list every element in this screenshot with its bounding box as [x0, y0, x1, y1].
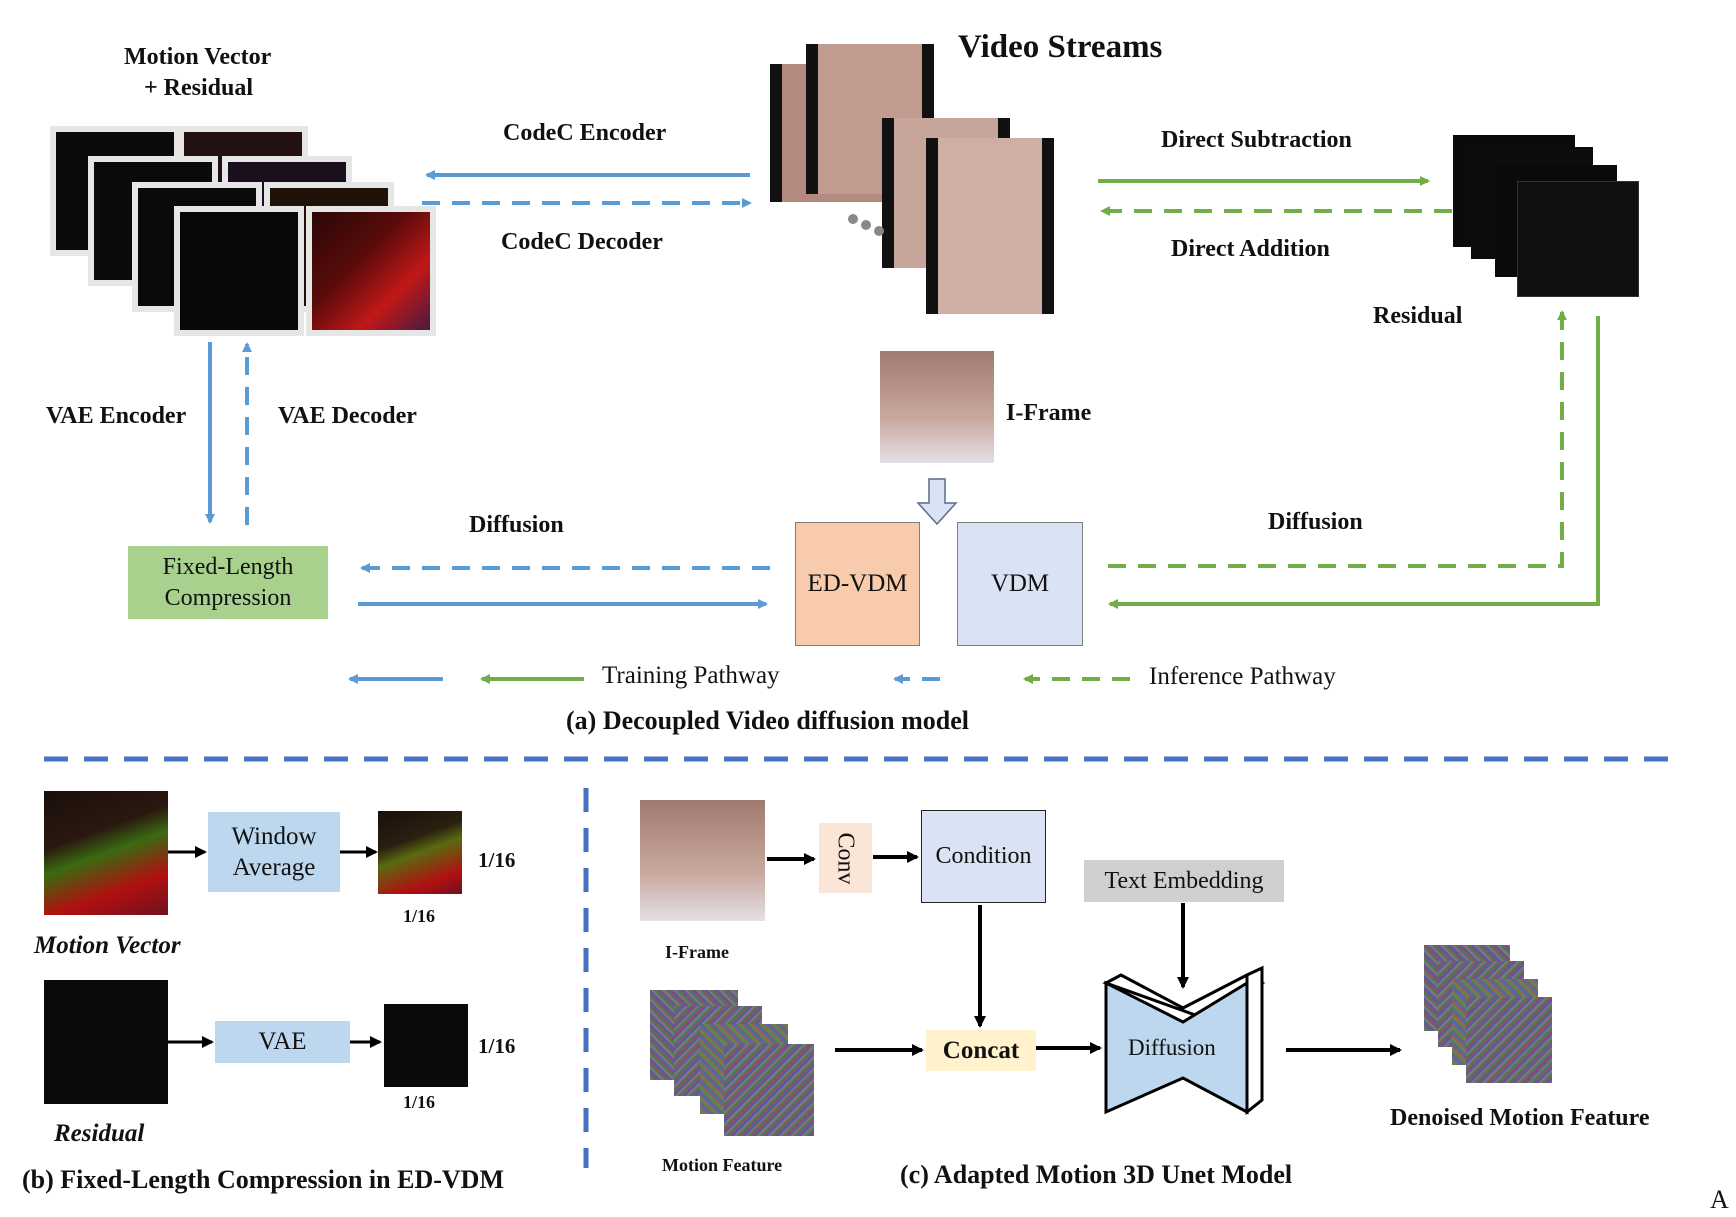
part-b-caption: (b) Fixed-Length Compression in ED-VDM: [22, 1165, 504, 1194]
motion-vector-frame-image: [306, 206, 436, 336]
more-frames-dots: [848, 214, 888, 244]
vae-label: VAE: [258, 1028, 307, 1055]
training-pathway-label: Training Pathway: [602, 662, 780, 689]
ellipsis-dot: [861, 220, 871, 230]
direct-subtraction-label: Direct Subtraction: [1161, 127, 1352, 153]
corner-letter: A: [1710, 1185, 1729, 1214]
window-average-line2: Average: [232, 854, 316, 881]
codec-encoder-label: CodeC Encoder: [503, 120, 667, 146]
ed-vdm-box: ED-VDM: [795, 522, 920, 646]
concat-label: Concat: [942, 1036, 1020, 1064]
diffusion-label-left: Diffusion: [469, 512, 564, 538]
vdm-label: VDM: [990, 570, 1050, 597]
iframe-image: [880, 351, 994, 463]
residual-compressed-image: [384, 1004, 468, 1087]
diffusion-label-c: Diffusion: [1128, 1035, 1216, 1060]
ed-vdm-label: ED-VDM: [807, 570, 908, 597]
text-embedding-box: Text Embedding: [1084, 860, 1284, 902]
residual-stack-right: [1453, 135, 1639, 297]
diffusion-dashed-arrow-up: [1108, 310, 1567, 568]
fixed-length-line2: Compression: [164, 584, 292, 611]
condition-box: Condition: [921, 810, 1046, 903]
codec-decoder-label: CodeC Decoder: [501, 229, 663, 255]
motion-feature-stack: [650, 990, 814, 1136]
mv-residual-title-line1: Motion Vector: [124, 44, 272, 70]
diffusion-unet-shape: [1102, 965, 1266, 1116]
conv-label: Conv: [832, 831, 859, 885]
iframe-down-arrow: [916, 478, 958, 526]
residual-label-b: Residual: [54, 1120, 145, 1147]
part-c-caption: (c) Adapted Motion 3D Unet Model: [900, 1160, 1293, 1189]
denoised-motion-feature-label: Denoised Motion Feature: [1390, 1105, 1650, 1131]
ellipsis-dot: [848, 214, 858, 224]
condition-label: Condition: [935, 843, 1032, 869]
direct-addition-label: Direct Addition: [1171, 236, 1330, 262]
vae-decoder-label: VAE Decoder: [278, 403, 417, 429]
motion-vector-image: [44, 791, 168, 915]
fixed-length-line1: Fixed-Length: [162, 553, 294, 580]
conv-box: Conv: [819, 823, 872, 893]
residual-frame-image: [174, 206, 304, 336]
iframe-image-c: [640, 800, 765, 921]
mv-residual-stack: [50, 126, 436, 336]
window-average-box: Window Average: [208, 812, 340, 892]
denoised-feature-stack: [1424, 945, 1552, 1085]
iframe-label-c: I-Frame: [665, 942, 729, 962]
residual-image: [44, 980, 168, 1104]
diffusion-label-right: Diffusion: [1268, 509, 1363, 535]
residual-label: Residual: [1373, 303, 1463, 329]
diffusion-arrow-in: [1108, 316, 1600, 609]
res-ratio-right: 1/16: [478, 1034, 516, 1058]
vdm-box: VDM: [957, 522, 1083, 646]
mv-residual-title-line2: + Residual: [144, 75, 254, 101]
fixed-length-compression-box: Fixed-Length Compression: [128, 546, 328, 619]
iframe-label: I-Frame: [1006, 400, 1092, 426]
part-a-caption: (a) Decoupled Video diffusion model: [566, 706, 970, 735]
window-average-line1: Window: [231, 823, 317, 850]
vae-encoder-label: VAE Encoder: [46, 403, 187, 429]
vae-box: VAE: [215, 1021, 350, 1063]
concat-box: Concat: [926, 1030, 1036, 1071]
res-ratio-below: 1/16: [403, 1092, 436, 1112]
inference-pathway-label: Inference Pathway: [1149, 663, 1336, 690]
motion-feature-label: Motion Feature: [662, 1155, 783, 1175]
motion-vector-label: Motion Vector: [34, 932, 181, 959]
motion-vector-compressed-image: [378, 811, 462, 894]
text-embedding-label: Text Embedding: [1104, 867, 1264, 894]
ellipsis-dot: [874, 226, 884, 236]
video-streams-film: [770, 4, 1054, 330]
mv-ratio-below: 1/16: [403, 906, 436, 926]
mv-ratio-right: 1/16: [478, 848, 516, 872]
video-streams-title: Video Streams: [958, 29, 1163, 65]
